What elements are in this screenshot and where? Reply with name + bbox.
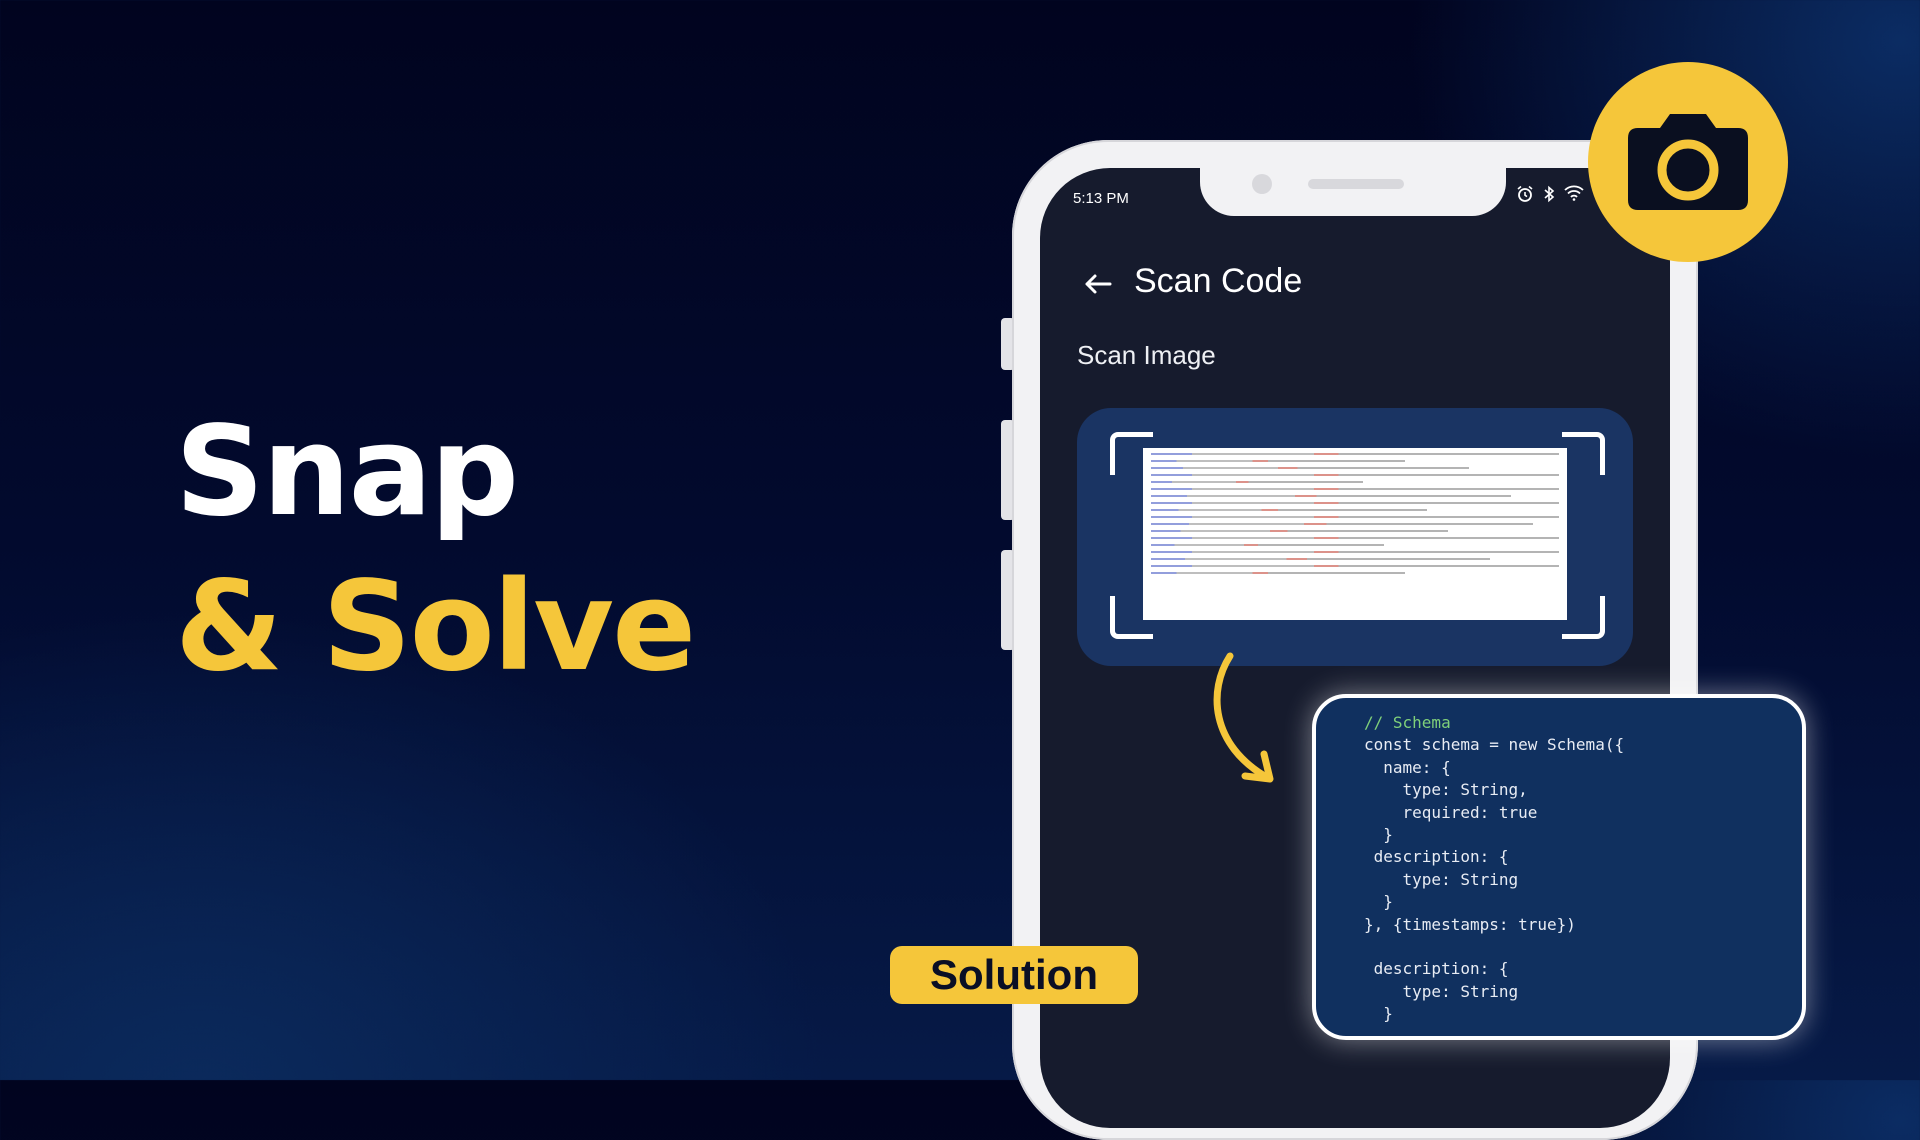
wifi-icon [1564,185,1584,208]
speaker-grille [1308,179,1404,189]
status-time: 5:13 PM [1073,190,1129,207]
code-block: // Schema const schema = new Schema({ na… [1364,712,1624,1026]
code-line: type: String [1364,981,1519,1001]
bluetooth-icon [1542,185,1556,208]
camera-badge[interactable] [1588,62,1788,262]
scanned-code-image [1143,448,1567,620]
scan-frame-corner [1562,432,1605,475]
scan-frame-corner [1110,432,1153,475]
headline-snap: Snap [175,400,519,544]
code-line: const schema = new Schema({ [1364,735,1625,755]
scan-frame-corner [1110,596,1153,639]
code-line: // Schema [1364,713,1451,732]
alarm-icon [1516,185,1534,208]
code-line: } [1364,892,1393,912]
back-arrow-icon[interactable] [1082,268,1114,304]
camera-icon [1628,114,1748,210]
code-line: } [1364,825,1393,845]
code-line: type: String, [1364,780,1528,800]
code-line: }, {timestamps: true}) [1364,914,1576,934]
status-icons [1516,185,1584,208]
scan-frame-corner [1562,596,1605,639]
code-line: type: String [1364,869,1519,889]
phone-side-button [1001,420,1015,520]
code-line: } [1364,1004,1393,1024]
code-line: description: { [1364,847,1509,867]
headline-solve: & Solve [175,555,696,699]
solution-badge: Solution [890,946,1138,1004]
code-line: description: { [1364,959,1509,979]
curved-arrow-icon [1200,650,1290,794]
phone-side-button [1001,550,1015,650]
section-label: Scan Image [1077,340,1216,370]
code-line: required: true [1364,802,1538,822]
code-solution-card [1312,694,1806,1040]
phone-side-button [1001,318,1015,370]
screen-title: Scan Code [1134,262,1303,300]
front-camera-icon [1252,174,1272,194]
code-line: name: { [1364,757,1451,777]
